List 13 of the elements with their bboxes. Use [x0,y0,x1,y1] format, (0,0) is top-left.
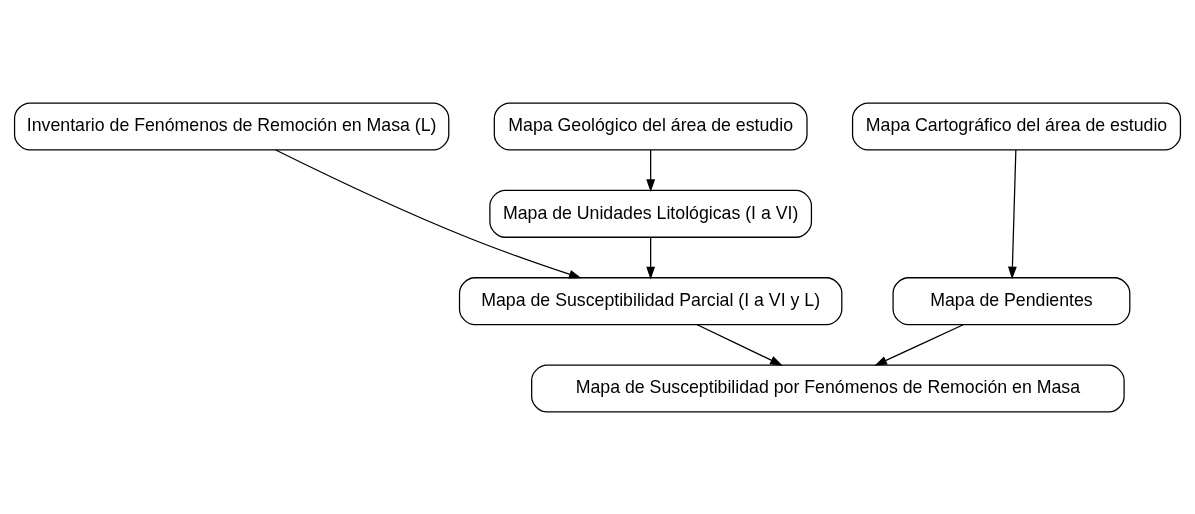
arrow [696,323,783,366]
arrow [874,323,964,366]
node-box: Mapa de Pendientes [892,276,1131,325]
arrow [646,236,656,279]
arrow [275,148,582,279]
arrow [1008,148,1017,279]
node-box: Mapa de Susceptibilidad por Fenómenos de Remoción en Masa [531,363,1125,413]
node-box: Mapa Cartográfico del área de estudio [851,101,1182,151]
node-box: Mapa Geológico del área de estudio [493,101,808,151]
node-box: Mapa de Unidades Litológicas (I a VI) [489,189,813,238]
node-box: Inventario de Fenómenos de Remoción en Masa (L) [13,101,450,151]
node-box: Mapa de Susceptibilidad Parcial (I a VI y L) [458,276,843,325]
arrow [646,148,656,192]
